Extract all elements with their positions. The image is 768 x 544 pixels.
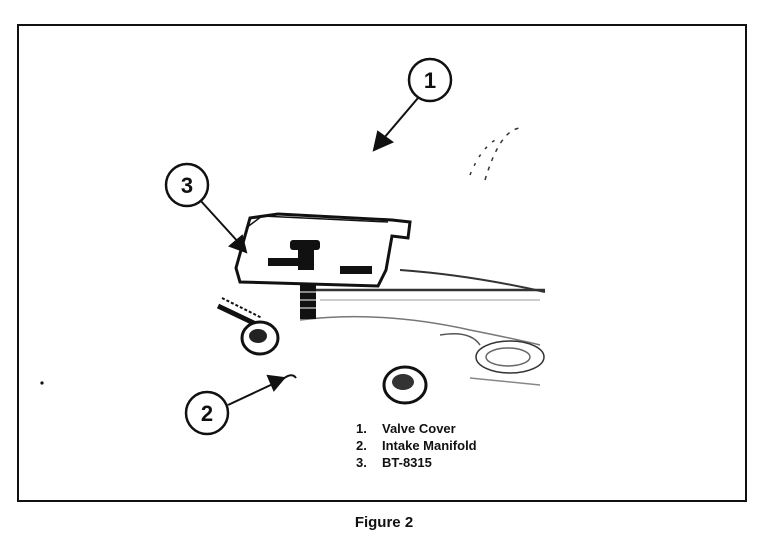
figure-caption: Figure 2: [354, 514, 414, 531]
svg-text:3: 3: [181, 173, 193, 198]
bolt-left: [216, 297, 280, 356]
callout-3: 3: [164, 162, 210, 208]
callout-2: 2: [184, 390, 230, 436]
legend-item: 2. Intake Manifold: [356, 437, 477, 454]
svg-text:2: 2: [201, 401, 213, 426]
legend-label: Valve Cover: [382, 421, 456, 436]
figure-frame: [17, 24, 747, 502]
callout-1: 1: [407, 57, 453, 103]
legend-list: 1. Valve Cover 2. Intake Manifold 3. BT-…: [356, 420, 477, 471]
legend-item: 1. Valve Cover: [356, 420, 477, 437]
legend-item: 3. BT-8315: [356, 454, 477, 471]
legend-number: 1.: [356, 421, 367, 436]
bolt-center: [382, 365, 428, 405]
legend-label: Intake Manifold: [382, 438, 477, 453]
legend-number: 3.: [356, 455, 367, 470]
valve-cover-drawing: [310, 127, 546, 301]
legend-label: BT-8315: [382, 455, 432, 470]
legend-number: 2.: [356, 438, 367, 453]
leader-lines: [199, 97, 419, 406]
intake-manifold-drawing: [299, 315, 545, 386]
svg-text:1: 1: [424, 68, 436, 93]
speck: [40, 381, 44, 385]
tool-bt-8315-drawing: [234, 212, 412, 319]
